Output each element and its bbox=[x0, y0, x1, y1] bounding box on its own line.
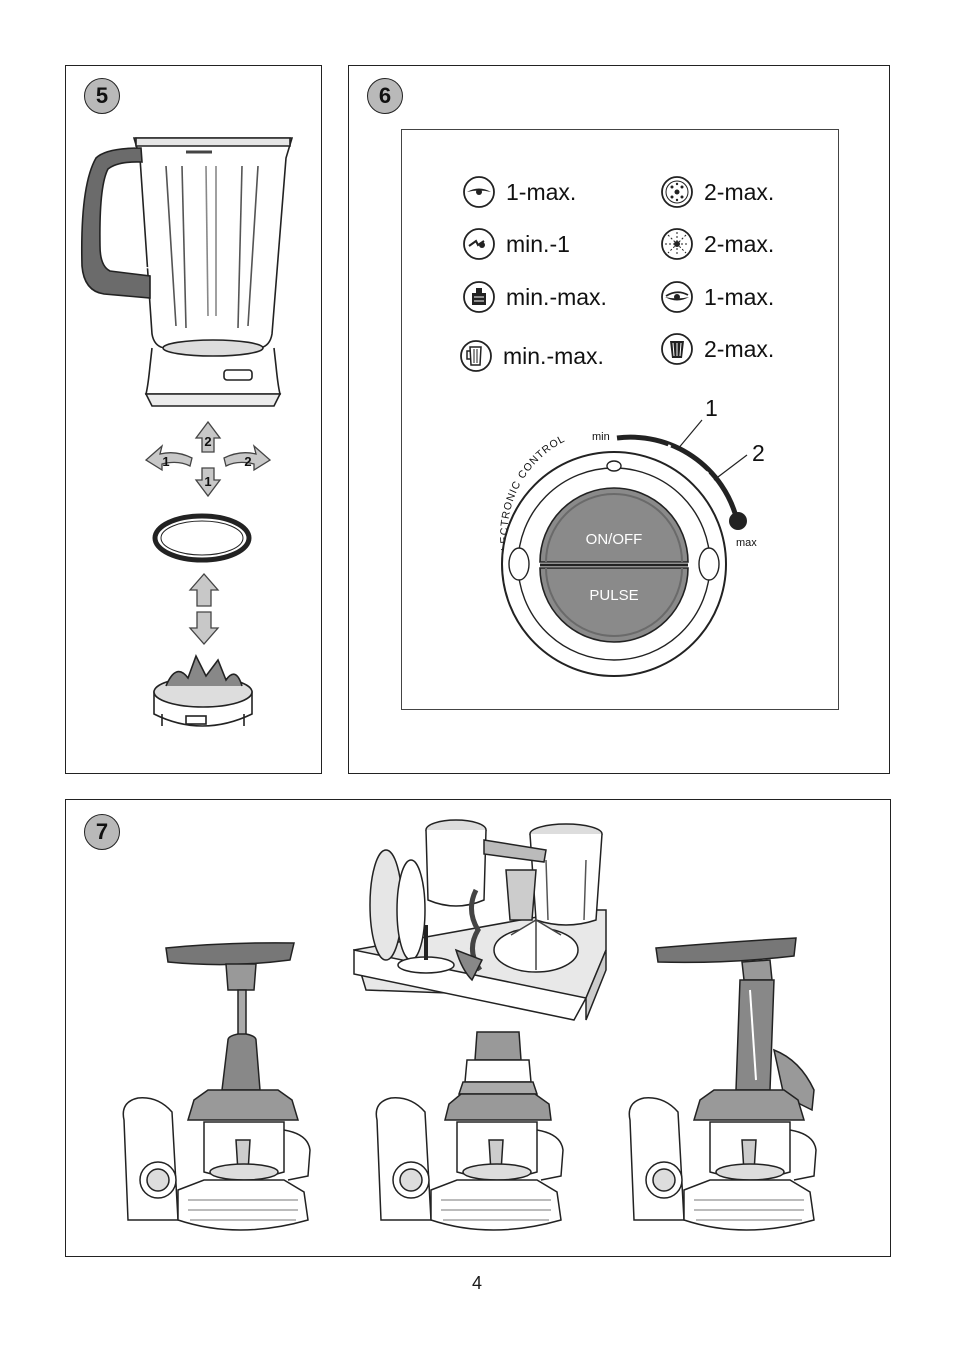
arrow-label-left: 1 bbox=[162, 454, 169, 469]
emulsifying-disc-icon bbox=[661, 228, 693, 260]
accessory-storage-box-drawing bbox=[353, 819, 607, 1021]
speed-settings-box: 1-max. min.-1 min.-max. bbox=[401, 129, 839, 710]
juicer-icon bbox=[661, 333, 693, 365]
speed-arc bbox=[616, 434, 740, 521]
blender-jug-drawing bbox=[80, 137, 294, 407]
citrus-press-icon bbox=[463, 281, 495, 313]
rotation-arrows bbox=[144, 420, 272, 498]
step-number-badge: 6 bbox=[367, 78, 403, 114]
food-processor-with-pusher-drawing bbox=[122, 942, 311, 1231]
max-label: max bbox=[736, 537, 757, 549]
speed-label: min.-max. bbox=[503, 342, 604, 369]
speed-row-slicing: 1-max. bbox=[462, 175, 576, 209]
speed-label: 1-max. bbox=[506, 178, 577, 205]
min-label: min bbox=[592, 431, 610, 443]
step-6-panel: 6 1-max. min.-1 bbox=[348, 65, 890, 774]
arrow-label-right: 2 bbox=[244, 454, 251, 469]
shredding-disc-icon bbox=[661, 281, 693, 313]
speed-row-blender: min.-max. bbox=[459, 339, 604, 373]
blender-assembly-illustration: 2 1 1 2 bbox=[80, 137, 294, 727]
step-number-badge: 5 bbox=[84, 78, 120, 114]
indicator-light bbox=[606, 460, 622, 472]
speed-row-citrus: min.-max. bbox=[462, 280, 607, 314]
on-off-button[interactable]: ON/OFF bbox=[539, 487, 689, 563]
max-indicator-dot bbox=[729, 512, 747, 530]
control-dial-illustration: 1 2 min max ELECTRONIC CONTROL ON/OFF bbox=[498, 395, 765, 677]
grating-disc-icon bbox=[661, 176, 693, 208]
sealing-ring-drawing bbox=[152, 513, 252, 563]
arrow-label-up: 2 bbox=[204, 434, 211, 449]
speed-label: min.-1 bbox=[506, 230, 570, 257]
speed-row-shredding: 1-max. bbox=[660, 280, 774, 314]
step-5-panel: 5 2 1 1 2 bbox=[65, 65, 322, 774]
speed-mark-2: 2 bbox=[752, 440, 765, 466]
speed-row-juicer: 2-max. bbox=[660, 332, 774, 366]
page-number: 4 bbox=[471, 1273, 482, 1293]
food-processor-with-chopper-drawing bbox=[375, 1031, 564, 1231]
food-processor-with-juicer-drawing bbox=[628, 937, 817, 1231]
speed-row-chopping: min.-1 bbox=[462, 227, 570, 261]
blade-unit-drawing bbox=[153, 653, 253, 727]
blender-jug-icon bbox=[460, 340, 492, 372]
on-off-label: ON/OFF bbox=[586, 531, 643, 548]
pulse-label: PULSE bbox=[589, 587, 638, 604]
step-7-panel: 7 bbox=[65, 799, 891, 1257]
speed-label: 1-max. bbox=[704, 283, 775, 310]
slicing-disc-icon bbox=[463, 176, 495, 208]
speed-row-emulsifying: 2-max. bbox=[660, 227, 774, 261]
speed-mark-1: 1 bbox=[705, 395, 718, 421]
step-number-badge: 7 bbox=[84, 814, 120, 850]
speed-label: 2-max. bbox=[704, 230, 775, 257]
speed-label: 2-max. bbox=[704, 178, 775, 205]
speed-label: 2-max. bbox=[704, 335, 775, 362]
up-down-arrow bbox=[188, 573, 220, 645]
speed-label: min.-max. bbox=[506, 283, 607, 310]
accessory-overview-illustration bbox=[122, 819, 817, 1231]
speed-row-grating: 2-max. bbox=[660, 175, 774, 209]
pulse-button[interactable]: PULSE bbox=[539, 567, 689, 643]
arrow-label-down: 1 bbox=[204, 474, 211, 489]
chopping-blade-icon bbox=[463, 228, 495, 260]
